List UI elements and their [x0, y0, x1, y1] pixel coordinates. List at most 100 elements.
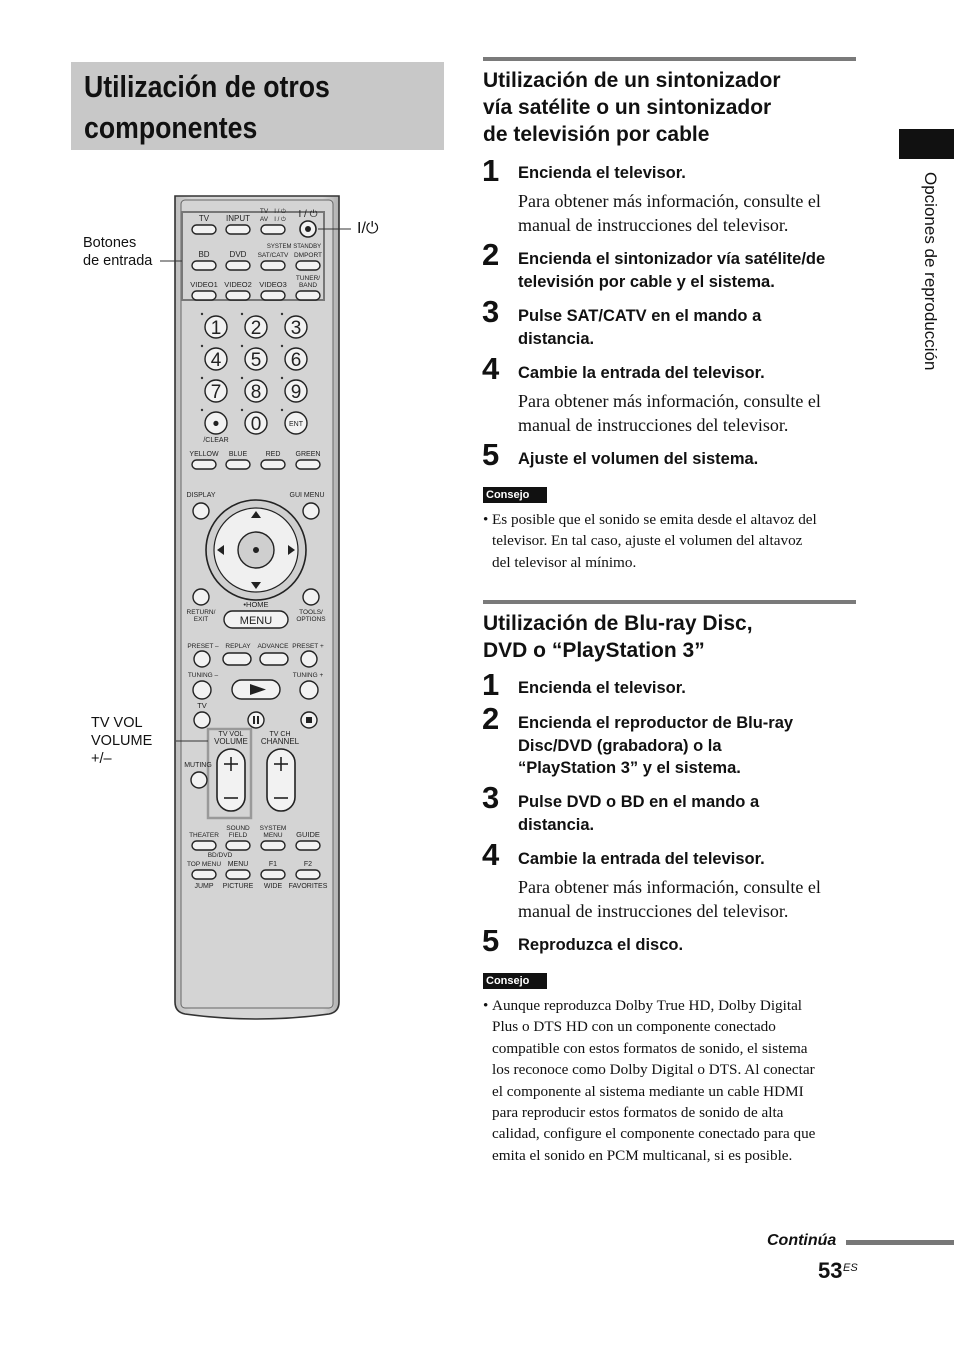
step-body: Para obtener más información, consulte e…: [518, 189, 863, 237]
remote-label-dmport: DMPORT: [294, 252, 322, 259]
remote-label-tv-av: TV: [260, 208, 269, 215]
tip-badge: Consejo: [483, 487, 547, 503]
remote-label-sysmenu: MENU: [263, 832, 282, 839]
bullet: •: [483, 997, 489, 1014]
remote-label-tuning-minus: TUNING –: [188, 672, 219, 679]
remote-digit-label: 2: [251, 318, 262, 339]
remote-button-tuner: [295, 290, 321, 301]
step-text: Encienda el reproductor de Blu-ray Disc/…: [518, 712, 863, 780]
remote-digit-button: [204, 347, 228, 371]
remote-digit-label: 1: [211, 318, 222, 339]
remote-button-tv: [191, 224, 217, 235]
tip-line: Es posible que el sonido se emita desde …: [492, 511, 817, 528]
body-line: Para obtener más información, consulte e…: [518, 191, 821, 211]
remote-label-muting: MUTING: [184, 762, 212, 769]
step-text: Encienda el sintonizador vía satélite/de…: [518, 248, 863, 293]
remote-digit-button: [244, 347, 268, 371]
remote-label-sound: SOUND: [226, 825, 250, 832]
remote-button-video2: [225, 290, 251, 301]
remote-label-band: BAND: [299, 282, 317, 289]
tip-line: para reproducir estos formatos de sonido…: [492, 1104, 784, 1122]
remote-digit-label: •: [213, 414, 220, 435]
page-title: Utilización de otros componentes: [84, 66, 445, 148]
remote-button-sat: [260, 260, 286, 271]
remote-button-input: [225, 224, 251, 235]
remote-label-gui-menu: GUI MENU: [290, 492, 325, 499]
step-text-line: Encienda el sintonizador vía satélite/de: [518, 250, 826, 268]
bullet: •: [483, 511, 489, 528]
remote-button-video3: [260, 290, 286, 301]
remote-digit-label: 7: [211, 382, 222, 403]
section-rule: [483, 600, 856, 604]
remote-label-channel: CHANNEL: [261, 737, 300, 746]
callout-volume: TV VOL VOLUME +/–: [91, 714, 152, 768]
section2-title: Utilización de Blu-ray Disc, DVD o “Play…: [483, 610, 863, 664]
remote-label-tv-ch: TV CH: [270, 731, 291, 738]
side-tab-label: Opciones de reproducción: [921, 172, 940, 371]
remote-digit-button: [204, 315, 228, 339]
page-title-line: Utilización de otros: [84, 69, 330, 104]
tip-text: • Aunque reproduzca Dolby True HD, Dolby…: [483, 995, 861, 1166]
tip-line: emita el sonido en PCM multicanal, si es…: [492, 1146, 793, 1164]
remote-digit-label: 9: [291, 382, 302, 403]
remote-button-video1: [191, 290, 217, 301]
tip-line: los reconoce como Dolby Digital o DTS. A…: [492, 1061, 815, 1079]
callout-power: I/⏻: [357, 220, 379, 237]
continued-label: Continúa: [767, 1232, 837, 1249]
remote-digit-label: ENT: [289, 421, 304, 428]
tip-text: • Es posible que el sonido se emita desd…: [483, 509, 861, 573]
remote-label-options: OPTIONS: [296, 616, 326, 623]
body-line: manual de instrucciones del televisor.: [518, 415, 789, 435]
remote-label-display: DISPLAY: [186, 492, 215, 499]
step-text-line: distancia.: [518, 329, 595, 348]
step-text-line: Pulse DVD o BD en el mando a: [518, 793, 760, 811]
remote-label-home: •HOME: [243, 600, 268, 609]
remote-label-guide: GUIDE: [296, 830, 320, 839]
tip-line: televisor. En tal caso, ajuste el volume…: [492, 532, 803, 550]
step-text-line: “PlayStation 3” y el sistema.: [518, 759, 741, 777]
remote-label-jump: JUMP: [194, 883, 213, 890]
step-text: Cambie la entrada del televisor.: [518, 850, 765, 868]
step-text-line: distancia.: [518, 815, 595, 834]
tip-line: Plus o DTS HD con un componente conectad…: [492, 1018, 776, 1036]
step-number: 3: [482, 294, 500, 329]
remote-label-tv: TV: [199, 214, 210, 223]
step-number: 2: [482, 701, 500, 736]
step-text: Encienda el televisor.: [518, 679, 686, 697]
callout-line: Botones: [83, 235, 137, 251]
remote-label-f1: F1: [269, 861, 277, 868]
remote-digit-button: [204, 411, 228, 435]
page-number: 53: [818, 1258, 843, 1283]
remote-label-tv-vol: TV VOL: [219, 731, 244, 738]
tip-line: del televisor al mínimo.: [492, 553, 637, 571]
step-text: Cambie la entrada del televisor.: [518, 364, 765, 382]
remote-label-main-power: I / ⏻: [298, 209, 317, 220]
section-title-line: Utilización de Blu-ray Disc,: [483, 612, 753, 635]
tip-line: calidad, configure el componente conecta…: [492, 1125, 816, 1143]
remote-label-f2: F2: [304, 861, 312, 868]
body-line: Para obtener más información, consulte e…: [518, 391, 821, 411]
side-tab-marker: [899, 129, 954, 159]
body-line: manual de instrucciones del televisor.: [518, 215, 789, 235]
step-text: Reproduzca el disco.: [518, 936, 684, 954]
remote-label-tv-small: TV: [197, 701, 207, 710]
section-title-line: de televisión por cable: [483, 123, 710, 146]
step-number: 1: [482, 667, 500, 702]
step-text-line: Pulse SAT/CATV en el mando a: [518, 307, 762, 325]
remote-digit-button: [284, 379, 308, 403]
remote-label-bd-dvd: BD/DVD: [208, 852, 233, 859]
remote-label-field: FIELD: [229, 832, 248, 839]
step-number: 4: [482, 351, 500, 386]
page-number-suffix: ES: [843, 1262, 858, 1274]
step-number: 4: [482, 837, 500, 872]
step-text-line: Disc/DVD (grabadora) o la: [518, 736, 722, 755]
section-rule: [483, 57, 856, 61]
remote-label-video1: VIDEO1: [190, 280, 218, 289]
remote-button-dvd: [225, 260, 251, 271]
remote-digit-label: 6: [291, 350, 302, 371]
remote-label-clear: /CLEAR: [203, 437, 228, 444]
remote-digit-button: [284, 411, 308, 435]
remote-label-preset-minus: PRESET –: [187, 643, 219, 650]
remote-label-picture: PICTURE: [223, 883, 254, 890]
remote-label-system: SYSTEM: [260, 825, 287, 832]
